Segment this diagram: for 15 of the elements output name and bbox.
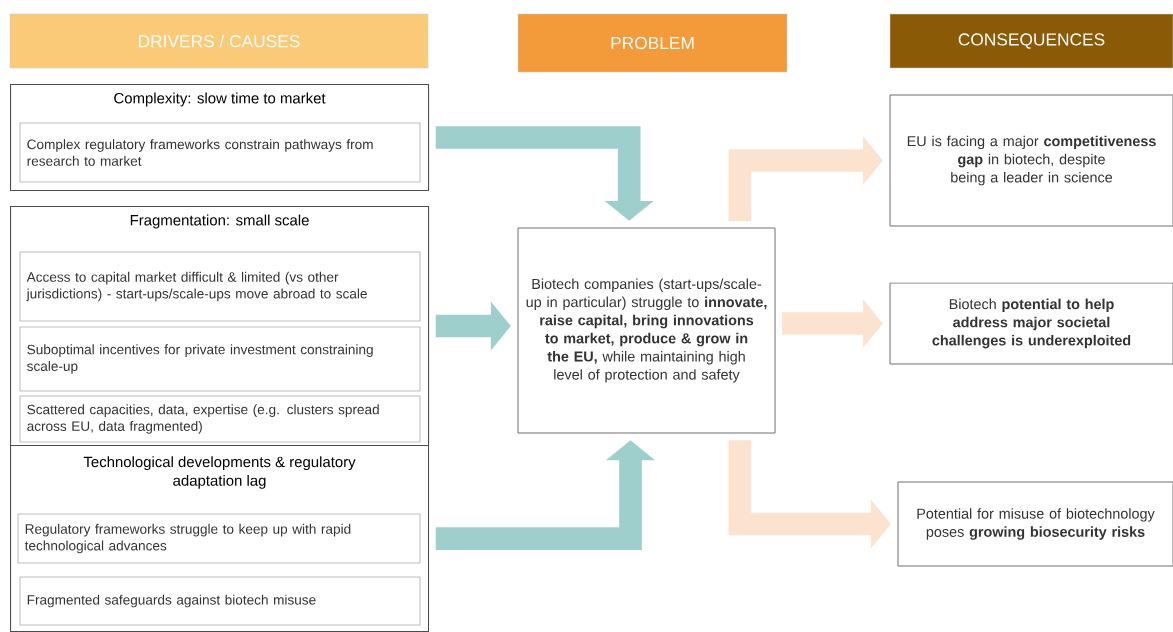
item-box: Fragmented safeguards against biotech misuse (19, 576, 421, 626)
consequence-box: EU is facing a major competitiveness gap in biotech, despite being a leader in science (889, 94, 1173, 227)
consequence-box: Biotech potential to help address major societal challenges is underexploited (889, 282, 1173, 365)
problem-box: Biotech companies (start-ups/scale-up in particular) struggle to innovate, raise capital, bring innovations to market, produce & grow in the EU, while maintaining high level of protection and safety (517, 227, 776, 434)
item-box: Access to capital market difficult & limited (vs other jurisdictions) - start-ups/scale-ups move abroad to scale (19, 251, 421, 322)
item-box: Complex regulatory frameworks constrain pathways from research to market (19, 122, 421, 183)
block-arrow (435, 126, 654, 221)
header-box: DRIVERS / CAUSES (9, 13, 429, 69)
header-box: PROBLEM (517, 13, 788, 73)
item-box: Suboptimal incentives for private investment constraining scale-up (19, 326, 421, 392)
consequence-box: Potential for misuse of biotechnology poses growing biosecurity risks (897, 481, 1173, 567)
item-box: Regulatory frameworks struggle to keep up with rapid technological advances (17, 513, 421, 564)
block-arrow (728, 135, 883, 221)
item-box: Scattered capacities, data, expertise (e.g. clusters spread across EU, data fragmented) (19, 395, 421, 443)
header-box: CONSEQUENCES (889, 13, 1173, 69)
